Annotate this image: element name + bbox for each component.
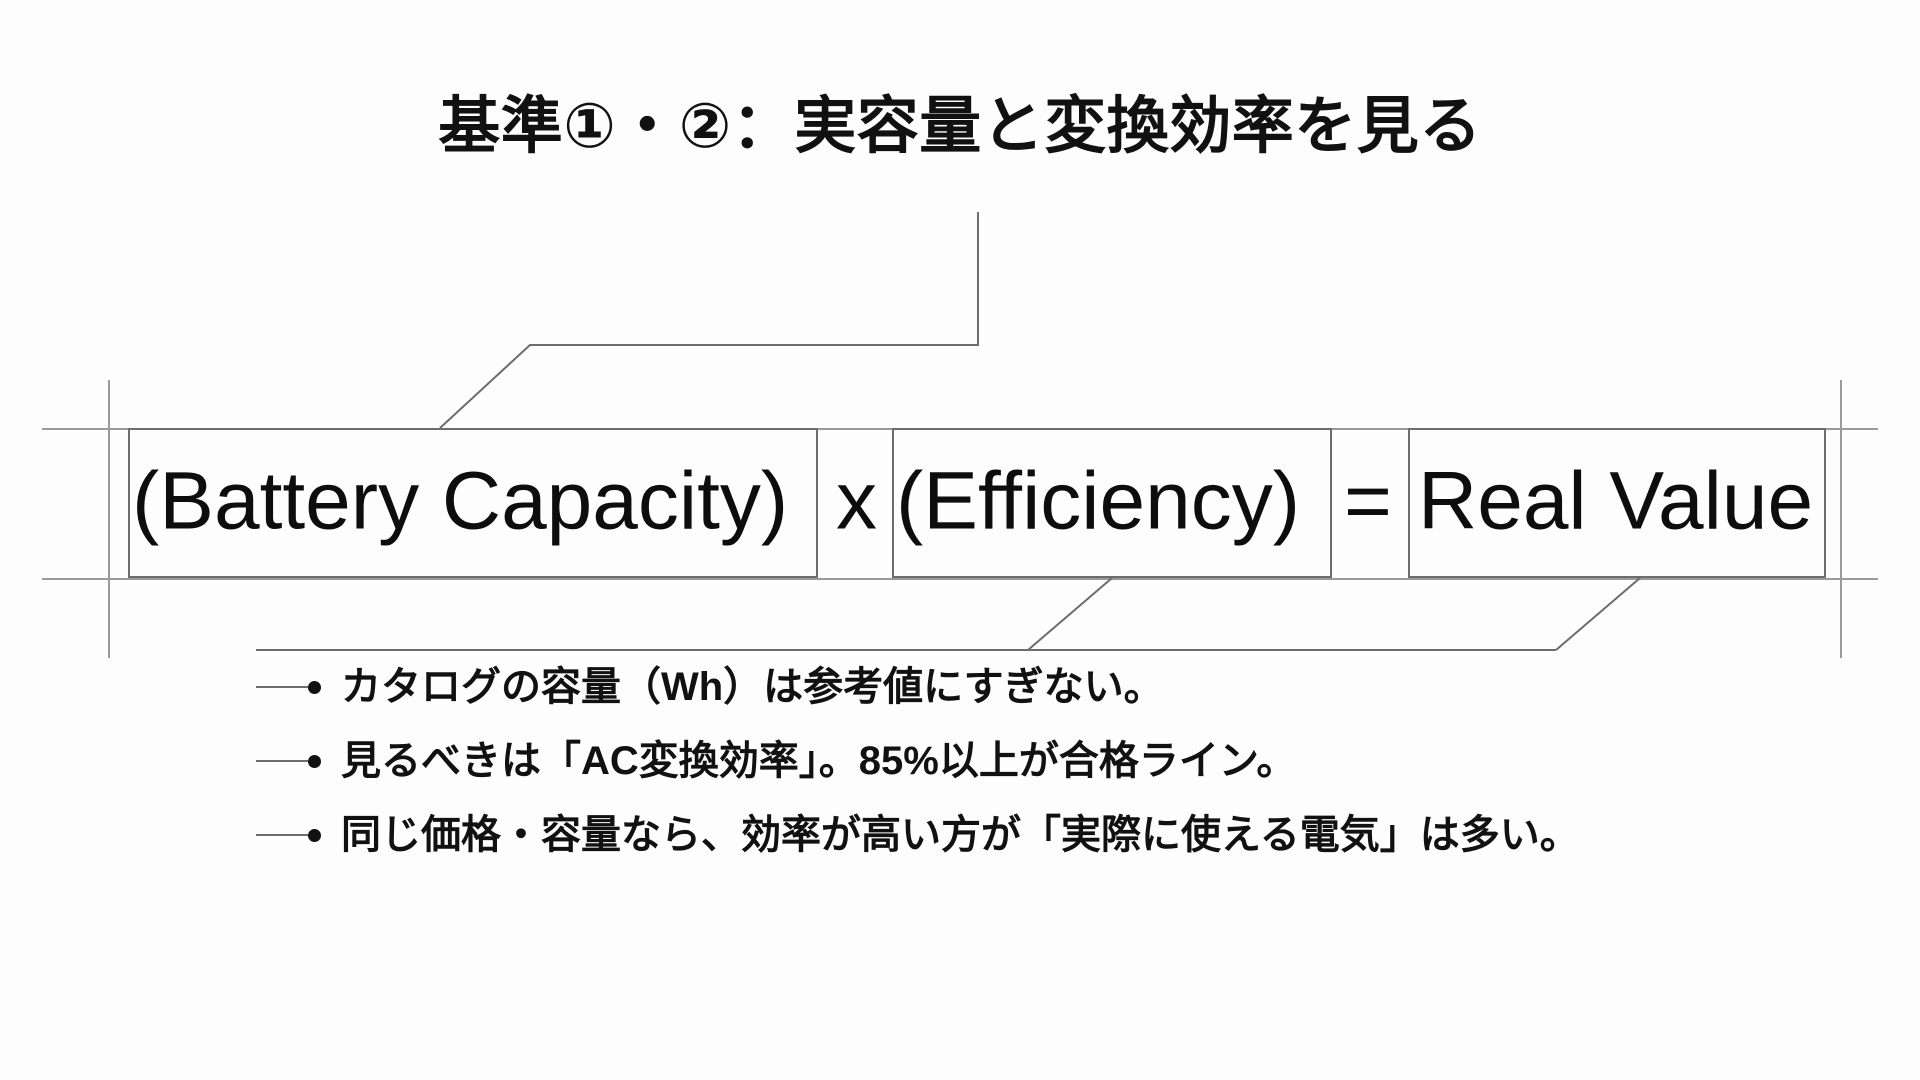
connector-title-to-formula bbox=[439, 212, 979, 429]
bracket-battery-capacity bbox=[128, 428, 818, 578]
bullet-text: 見るべきは「AC変換効率」。85%以上が合格ライン。 bbox=[341, 739, 1297, 783]
guide-line-left bbox=[108, 380, 110, 658]
connector-efficiency-to-bullets bbox=[256, 577, 1113, 651]
list-item: 見るべきは「AC変換効率」。85%以上が合格ライン。 bbox=[256, 724, 1756, 798]
formula-segment-battery-capacity: (Battery Capacity) bbox=[132, 455, 789, 547]
bullet-stem-icon bbox=[256, 686, 308, 688]
bullet-stem-icon bbox=[256, 760, 308, 762]
list-item: カタログの容量（Wh）は参考値にすぎない。 bbox=[256, 650, 1756, 724]
formula-block: (Battery Capacity) x (Efficiency) = Real… bbox=[0, 428, 1920, 578]
guide-line-right bbox=[1840, 380, 1842, 658]
formula-operator-multiply: x bbox=[836, 455, 877, 547]
formula-segment-efficiency: (Efficiency) bbox=[896, 455, 1301, 547]
list-item: 同じ価格・容量なら、効率が高い方が「実際に使える電気」は多い。 bbox=[256, 798, 1756, 872]
bullet-dot-icon bbox=[308, 828, 321, 842]
bullet-text: 同じ価格・容量なら、効率が高い方が「実際に使える電気」は多い。 bbox=[341, 813, 1580, 857]
guide-line-bottom bbox=[42, 578, 1878, 580]
bracket-real-value bbox=[1408, 428, 1826, 578]
bullet-dot-icon bbox=[308, 754, 321, 768]
bullet-text: カタログの容量（Wh）は参考値にすぎない。 bbox=[341, 665, 1164, 709]
formula-operator-equals: = bbox=[1344, 455, 1392, 547]
bullet-stem-icon bbox=[256, 834, 308, 836]
bracket-efficiency bbox=[892, 428, 1332, 578]
page-title: 基準①・②：実容量と変換効率を見る bbox=[438, 92, 1482, 161]
formula-segment-real-value: Real Value bbox=[1418, 455, 1814, 547]
bullet-dot-icon bbox=[308, 680, 321, 694]
connector-realvalue-to-bullets bbox=[1555, 577, 1641, 651]
bullet-list: カタログの容量（Wh）は参考値にすぎない。 見るべきは「AC変換効率」。85%以… bbox=[256, 650, 1756, 872]
